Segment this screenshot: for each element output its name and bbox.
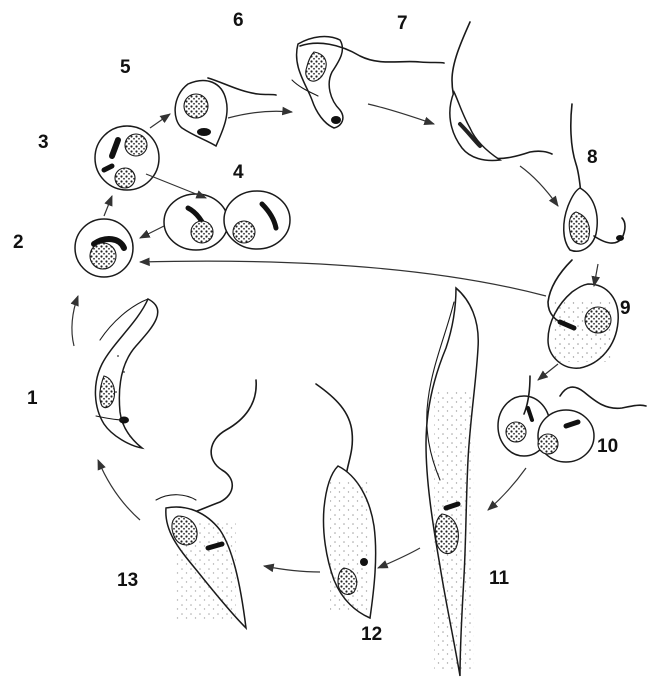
nucleus-icon	[191, 221, 213, 243]
nucleus-icon	[115, 168, 135, 188]
stage-label-6: 6	[233, 10, 244, 31]
stage-11-cell	[426, 288, 478, 676]
kinetoplast-icon	[360, 558, 368, 566]
nucleus-icon	[506, 422, 526, 442]
arrow-11-to-12	[378, 548, 420, 568]
arrow-9-to-2	[140, 261, 546, 296]
nucleus-icon	[233, 221, 255, 243]
stage-label-9: 9	[620, 298, 631, 319]
arrow-2-to-3	[104, 196, 112, 216]
stage-3-cell	[95, 126, 159, 190]
arrow-9-to-10	[538, 364, 558, 380]
stage-label-5: 5	[120, 57, 131, 78]
arrow-13-to-1	[98, 460, 140, 520]
stage-13-cell	[156, 380, 256, 628]
stage-label-11: 11	[489, 568, 510, 589]
arrow-1-to-2	[72, 296, 78, 346]
nucleus-icon	[125, 134, 147, 156]
stage-label-2: 2	[13, 232, 24, 253]
nucleus-icon	[90, 243, 116, 269]
nucleus-icon	[585, 307, 611, 333]
stage-label-12: 12	[361, 624, 382, 645]
kinetoplast-icon	[331, 116, 341, 124]
stage-7-cell	[450, 22, 552, 161]
arrow-7-to-8	[520, 166, 558, 206]
arrow-12-to-13	[264, 566, 320, 572]
arrow-4-to-2	[140, 226, 164, 238]
kinetoplast-icon	[197, 128, 211, 136]
stage-8-cell	[564, 104, 625, 251]
nucleus-icon	[538, 434, 558, 454]
stage-label-3: 3	[38, 132, 49, 153]
stage-9-cell	[548, 260, 618, 368]
stage-12-cell	[316, 384, 376, 618]
stage-label-4: 4	[233, 162, 244, 183]
stage-label-1: 1	[27, 388, 38, 409]
stage-label-10: 10	[597, 436, 618, 457]
stage-label-13: 13	[117, 570, 138, 591]
stage-label-7: 7	[397, 13, 408, 34]
stage-4-cell	[164, 191, 290, 250]
stage-label-8: 8	[587, 147, 598, 168]
stage-6-cell	[292, 37, 444, 128]
arrow-6-to-7	[368, 104, 434, 124]
arrow-5-to-6	[228, 111, 292, 118]
stage-2-cell	[75, 219, 133, 277]
nucleus-icon	[184, 94, 208, 118]
arrow-10-to-11	[488, 468, 526, 510]
stage-1-cell	[95, 299, 157, 448]
arrow-3-to-4	[146, 174, 206, 198]
arrow-8-to-9	[594, 264, 598, 286]
arrow-3-to-5	[150, 114, 170, 128]
stage-10-cell	[498, 376, 646, 462]
